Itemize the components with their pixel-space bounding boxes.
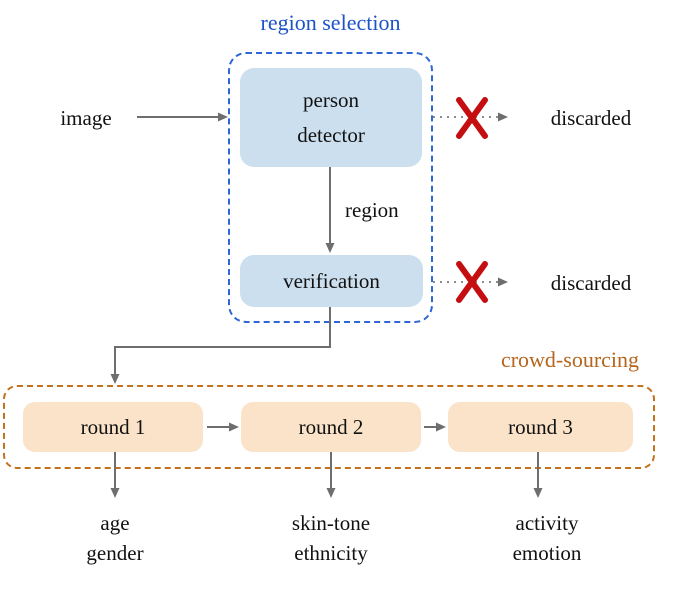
discarded-label-detector: discarded [550,106,632,130]
round3-outputs-label: activity emotion [512,511,582,565]
reject-x-icon [456,261,488,303]
arrow-verification-to-round1 [110,307,331,384]
round2-outputs-label: skin-tone ethnicity [291,511,371,565]
crowd-sourcing-group-title: crowd-sourcing [500,347,640,372]
reject-x-icon [456,97,488,139]
image-input-label: image [60,106,112,130]
node-verification: verification [240,255,423,307]
node-round-1: round 1 [23,402,203,452]
region-selection-group-title: region selection [260,10,401,35]
node-round-2: round 2 [241,402,421,452]
node-person-detector: person detector [240,68,422,167]
round1-outputs-label: age gender [86,511,144,565]
node-round-3: round 3 [448,402,633,452]
region-edge-label: region [345,198,399,222]
discarded-label-verification: discarded [550,271,632,295]
crowd-sourcing-group-outline [3,385,655,469]
